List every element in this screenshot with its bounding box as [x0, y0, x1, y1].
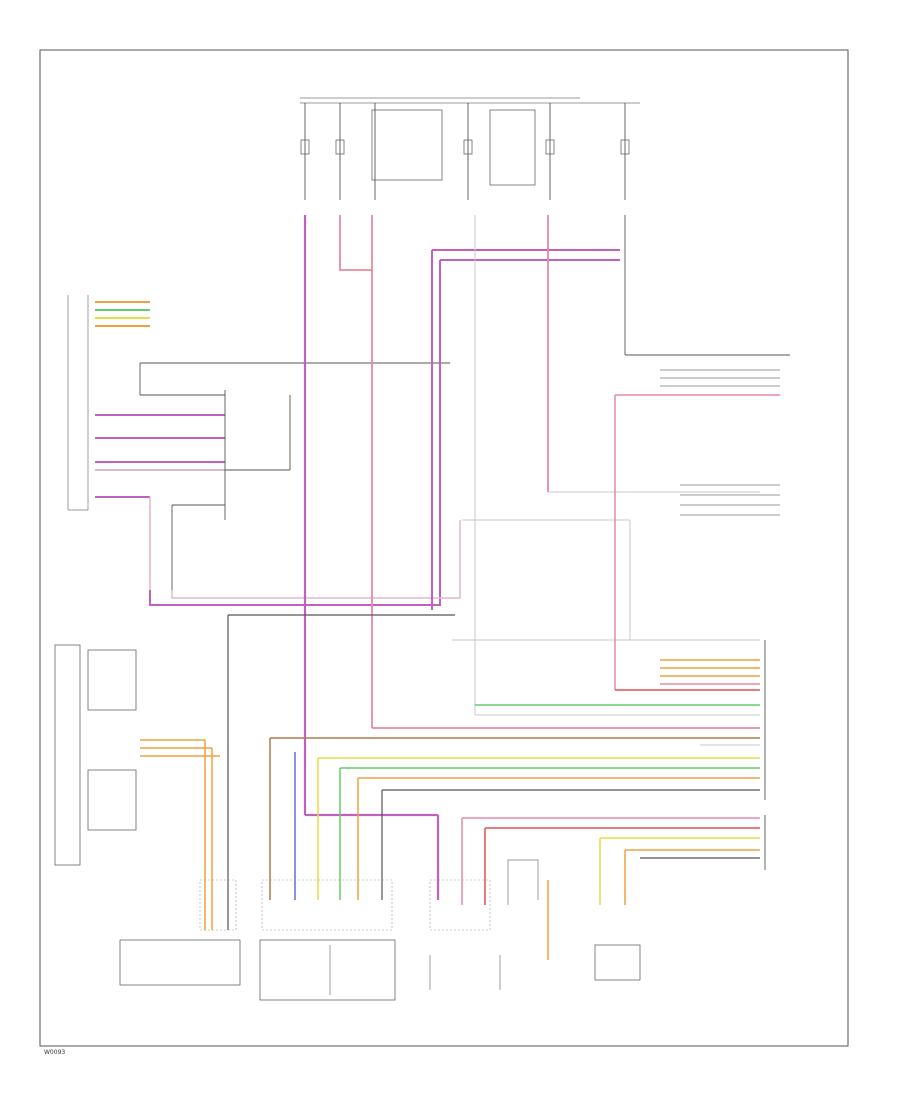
throttle-valve-control-module: [429, 955, 501, 990]
page-code: W0093: [44, 1049, 65, 1056]
violet-loop-wire: [149, 249, 620, 610]
diagram-frame: [39, 49, 849, 1047]
cruise-switch-block: [95, 362, 450, 590]
top-fuse-block: [300, 97, 640, 200]
transmission-sensor: [54, 614, 455, 930]
clutch-position-sensor: [680, 484, 780, 516]
connector-pins: [199, 879, 491, 931]
grey-wires: [452, 215, 760, 716]
ecm-connector-block: [269, 640, 766, 905]
brake-light-switch: [614, 215, 790, 690]
left-connector: [67, 295, 150, 511]
accelerator-pedal-module: [259, 939, 396, 1001]
bottom-sensor-right: [507, 859, 641, 981]
main-violet-wire: [303, 215, 440, 900]
instrument-cluster: [119, 939, 241, 986]
pink-main-wire: [339, 215, 760, 729]
